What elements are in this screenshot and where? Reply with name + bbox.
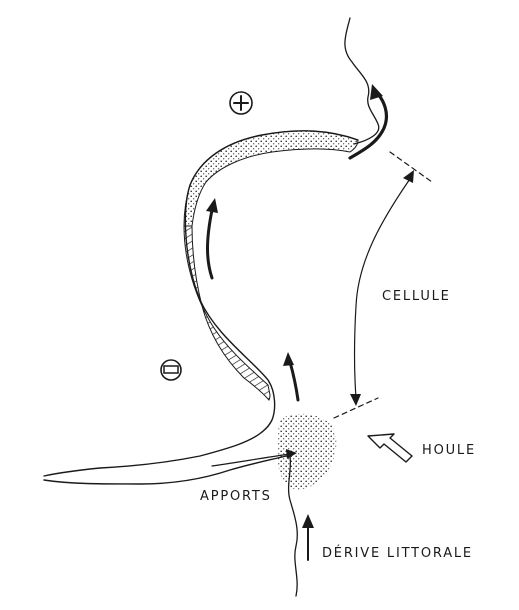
plus-icon: [234, 96, 248, 110]
river-bank-upper: [44, 432, 262, 476]
drift-arrowhead: [302, 514, 314, 528]
sediment-plume: [277, 414, 336, 490]
coastline-upper: [345, 18, 379, 144]
label-cellule: CELLULE: [382, 289, 451, 304]
transport-arrow-lower: [290, 362, 298, 400]
transport-arrowhead-lower: [283, 352, 294, 366]
accretion-zone: [184, 131, 358, 226]
transport-arrowhead-middle: [206, 198, 218, 213]
transport-arrow-middle: [208, 210, 213, 278]
swell-arrow: [368, 434, 412, 462]
label-houle: HOULE: [422, 443, 476, 458]
minus-icon: [164, 366, 178, 373]
cell-extent-arrowhead-bottom: [350, 394, 361, 406]
label-apports: APPORTS: [200, 489, 272, 504]
erosion-zone: [184, 226, 270, 400]
label-derive-littorale: DÉRIVE LITTORALE: [322, 545, 473, 561]
cell-extent-line: [355, 176, 413, 398]
